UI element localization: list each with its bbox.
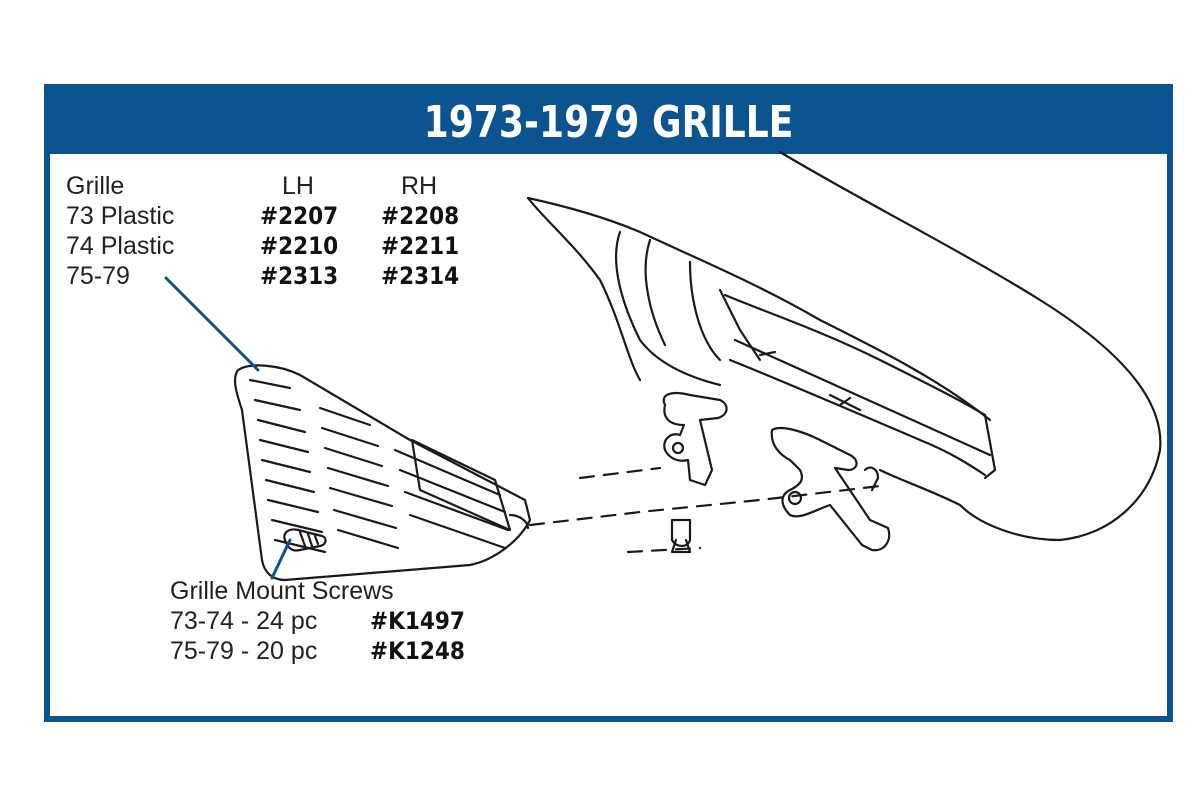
title-banner: 1973-1979 GRILLE (50, 90, 1167, 154)
screws-row-label: 75-79 - 20 pc (170, 637, 318, 665)
screws-part-number: #K1497 (370, 607, 465, 635)
mount-brackets (662, 391, 891, 554)
diagram-frame: 1973-1979 GRILLE (44, 84, 1173, 722)
rh-part-number: #2211 (381, 232, 460, 260)
leader-lines (164, 276, 292, 580)
grille-part (233, 364, 532, 582)
grille-leader-line (164, 276, 260, 372)
screws-part-number: #K1248 (370, 637, 465, 665)
lh-part-number: #2210 (260, 232, 339, 260)
screws-heading: Grille Mount Screws (170, 577, 394, 605)
grille-row-label: 74 Plastic (66, 232, 175, 260)
grille-label: Grille (66, 172, 125, 200)
rh-part-number: #2314 (381, 262, 460, 290)
screws-row-label: 73-74 - 24 pc (170, 607, 318, 635)
lh-part-number: #2207 (260, 202, 339, 230)
grille-row-label: 75-79 (66, 262, 130, 290)
rh-column-header: RH (401, 172, 438, 200)
lh-column-header: LH (282, 172, 314, 200)
page-title: 1973-1979 GRILLE (423, 96, 794, 148)
grille-row-label: 73 Plastic (66, 202, 175, 230)
alignment-lines (528, 466, 882, 554)
lh-part-number: #2313 (260, 262, 339, 290)
screw-leader-line (270, 538, 292, 580)
car-front-body (526, 150, 1162, 542)
screw-icon (283, 528, 327, 552)
rh-part-number: #2208 (381, 202, 460, 230)
